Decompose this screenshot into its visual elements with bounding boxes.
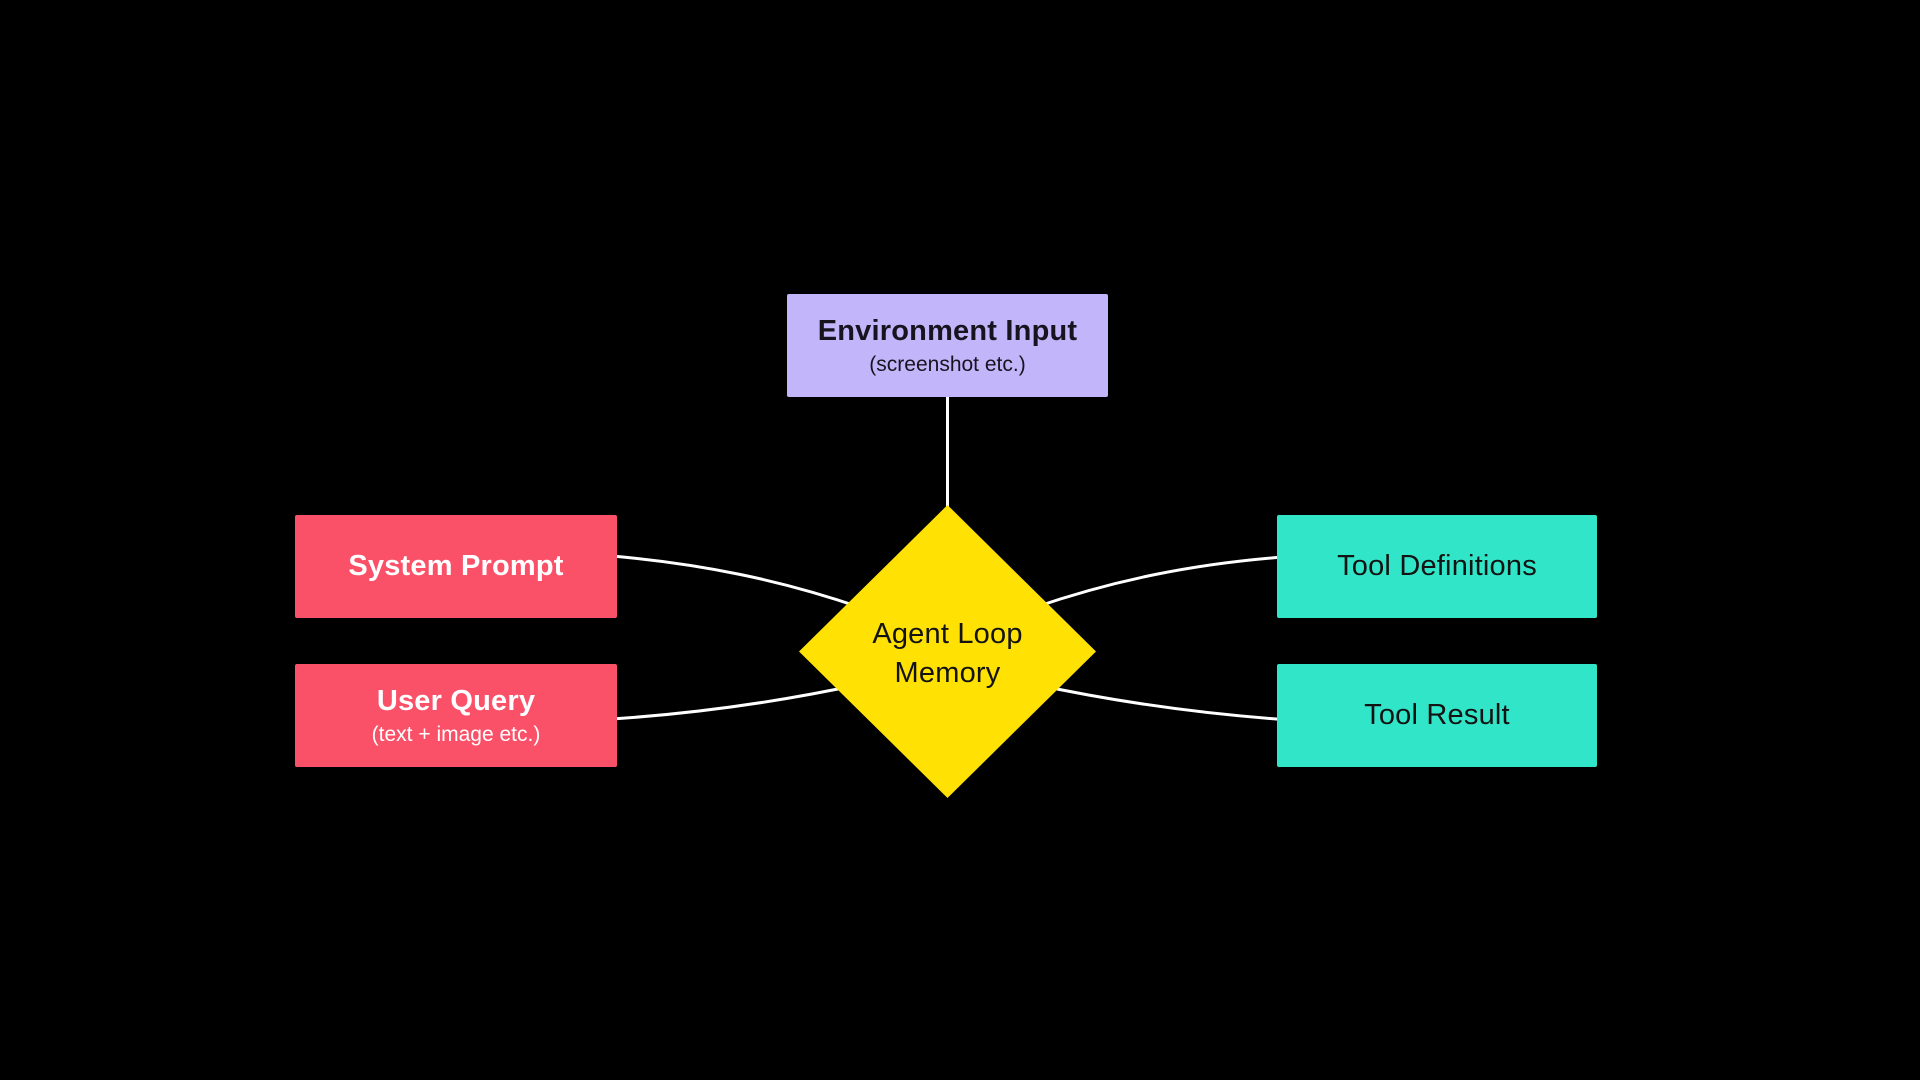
tool-result-node: Tool Result bbox=[1277, 664, 1597, 767]
agent-loop-memory-diamond bbox=[799, 505, 1096, 798]
environment-input-subtitle: (screenshot etc.) bbox=[869, 352, 1026, 376]
user-query-subtitle: (text + image etc.) bbox=[371, 722, 541, 746]
environment-input-node: Environment Input (screenshot etc.) bbox=[787, 294, 1108, 397]
tool-definitions-node: Tool Definitions bbox=[1277, 515, 1597, 618]
agent-loop-memory-label-line2: Memory bbox=[894, 657, 1001, 689]
connector-system-prompt-to-memory bbox=[610, 554, 864, 610]
connector-memory-to-tool-definitions bbox=[1031, 555, 1285, 610]
environment-input-title: Environment Input bbox=[817, 315, 1078, 348]
agent-loop-memory-label-line1: Agent Loop bbox=[872, 618, 1023, 650]
connector-user-query-to-memory bbox=[610, 682, 864, 721]
user-query-node: User Query (text + image etc.) bbox=[295, 664, 617, 767]
tool-result-title: Tool Result bbox=[1364, 698, 1510, 731]
agent-loop-memory-label: Agent Loop Memory bbox=[822, 615, 1073, 693]
user-query-title: User Query bbox=[376, 685, 536, 718]
connector-memory-to-tool-result bbox=[1031, 682, 1285, 721]
system-prompt-node: System Prompt bbox=[295, 515, 617, 618]
system-prompt-title: System Prompt bbox=[348, 549, 564, 582]
tool-definitions-title: Tool Definitions bbox=[1337, 549, 1537, 582]
